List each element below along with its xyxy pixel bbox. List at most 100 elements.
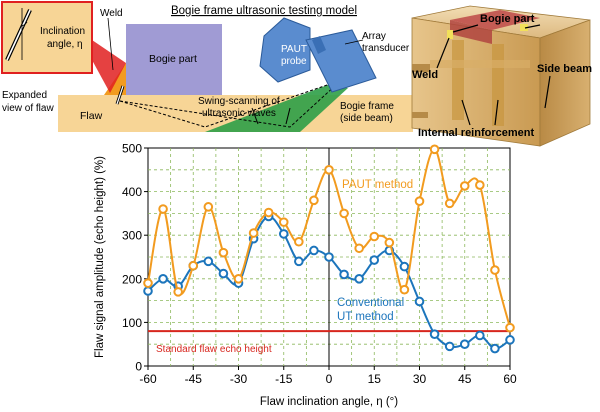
reinforcement-rib	[492, 44, 504, 126]
box-bogie-part	[450, 10, 540, 30]
paut-data-point	[354, 243, 364, 254]
paut-data-point	[384, 237, 395, 248]
paut-series-label: PAUT method	[342, 179, 413, 191]
paut-probe-label-2: probe	[281, 56, 307, 67]
conventional-data-point	[490, 343, 500, 354]
box-weld	[520, 24, 528, 31]
paut-probe-label-1: PAUT	[281, 44, 307, 55]
paut-data-point	[309, 195, 319, 206]
y-tick-label: 300	[122, 229, 142, 243]
conventional-data-point	[339, 269, 349, 280]
y-tick-label: 100	[122, 316, 142, 330]
y-tick-label: 0	[135, 360, 142, 374]
render-weld-label: Weld	[412, 69, 438, 81]
paut-data-point	[233, 274, 244, 284]
x-tick-label: -60	[139, 372, 157, 386]
conventional-data-point	[399, 261, 410, 272]
paut-data-point	[278, 217, 289, 227]
paut-data-point	[505, 322, 515, 333]
diagram-title: Bogie frame ultrasonic testing model	[171, 5, 357, 17]
inset-label-2: angle, η	[47, 39, 83, 50]
box-weld	[447, 30, 453, 39]
x-axis-label: Flaw inclination angle, η (°)	[260, 396, 398, 408]
paut-data-point	[429, 144, 440, 155]
side-flange	[412, 64, 430, 72]
flaw-label: Flaw	[80, 110, 103, 122]
weld-label: Weld	[100, 8, 123, 19]
expanded-view-label-1: Expanded	[2, 90, 47, 101]
x-tick-label: 60	[503, 372, 517, 386]
swing-label-2: ultrasonic waves	[202, 108, 276, 119]
conventional-data-point	[354, 274, 364, 284]
paut-data-point	[444, 198, 455, 209]
bogie-part-label: Bogie part	[149, 53, 197, 65]
paut-data-point	[158, 204, 168, 214]
bogie-frame-label-2: (side beam)	[340, 113, 393, 124]
render-arrow	[524, 24, 541, 29]
conventional-data-point	[414, 296, 425, 307]
conventional-data-point	[203, 256, 214, 267]
conventional-series-label-2: UT method	[337, 311, 394, 323]
conventional-data-point	[294, 256, 304, 267]
paut-data-point	[294, 236, 304, 247]
conventional-data-point	[459, 339, 470, 350]
series-layer	[143, 144, 515, 354]
array-transducer	[312, 36, 326, 54]
paut-data-point	[369, 231, 380, 242]
render-side-beam-label: Side beam	[537, 63, 592, 75]
inset-angle-arc	[21, 21, 28, 27]
array-transducer-leader	[344, 39, 364, 45]
x-tick-label: 45	[458, 372, 472, 386]
paut-data-point	[399, 284, 410, 295]
conventional-data-point	[324, 252, 334, 262]
render-arrow	[436, 37, 450, 69]
ultrasonic-beam	[205, 84, 348, 132]
paut-data-point	[339, 208, 349, 219]
render-arrow	[461, 99, 471, 126]
conventional-data-point	[309, 245, 319, 256]
x-tick-label: 30	[413, 372, 427, 386]
array-transducer-label-1: Array	[362, 31, 386, 42]
testing-model-diagram: Bogie frame ultrasonic testing model Inc…	[1, 1, 413, 132]
x-tick-label: -15	[275, 372, 293, 386]
paut-data-point	[414, 196, 425, 206]
conventional-data-point	[158, 274, 168, 284]
swing-label-1: Swing-scanning of	[198, 96, 280, 107]
conventional-series-label-1: Conventional	[337, 297, 404, 309]
box-bogie-part-front	[450, 20, 492, 44]
reinforcement-rib	[452, 40, 464, 120]
inset-pointer	[92, 40, 126, 93]
render-bogie-part-label: Bogie part	[480, 13, 535, 25]
conventional-data-point	[429, 329, 440, 339]
beam-path-2	[119, 83, 338, 128]
array-transducer-label-2: transducer	[362, 43, 410, 54]
paut-data-point	[324, 165, 334, 175]
conventional-data-point	[218, 268, 229, 279]
x-tick-label: -45	[185, 372, 203, 386]
paut-data-point	[188, 260, 199, 271]
render-arrow	[494, 99, 499, 126]
box-side-face	[539, 19, 591, 147]
conventional-data-point	[369, 255, 380, 265]
x-tick-label: 15	[368, 372, 382, 386]
conventional-data-point	[444, 341, 455, 352]
reinforcement-plate	[430, 60, 530, 68]
conventional-data-point	[475, 330, 485, 341]
paut-data-point	[263, 207, 274, 218]
paut-data-point	[173, 287, 183, 297]
paut-data-point	[218, 247, 229, 258]
swing-arrow	[285, 107, 291, 125]
conventional-data-point	[143, 286, 153, 296]
inset-label-1: Inclination	[40, 26, 85, 37]
x-tick-label: -30	[230, 372, 248, 386]
bogie-3d-render: Bogie part Weld Side beam Internal reinf…	[411, 5, 592, 147]
paut-data-point	[475, 180, 485, 190]
inset-flaw-highlight	[6, 9, 31, 61]
weld-leader	[107, 17, 114, 71]
conventional-data-point	[278, 229, 289, 239]
paut-data-point	[459, 181, 470, 191]
render-internal-reinforcement-label: Internal reinforcement	[418, 127, 534, 139]
y-axis-label: Flaw signal amplitude (echo height) (%)	[94, 156, 106, 358]
